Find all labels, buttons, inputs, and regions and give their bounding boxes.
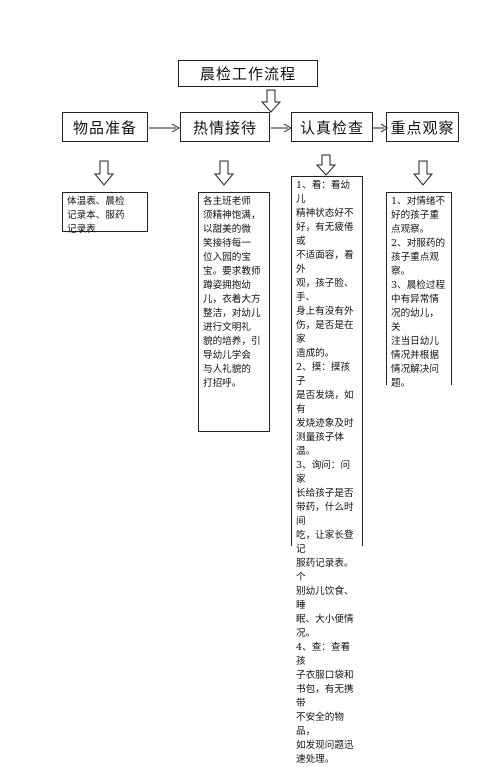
col2-line: 须精神饱满， (203, 210, 261, 221)
col3-line: 书包，有无携带 (296, 684, 354, 709)
col1-line: 记录本、服药 (67, 210, 125, 221)
column-careful-check: 1、看：看幼儿 精神状态好不 好，有无疲倦或 不适面容，看外 观，孩子脸、手、 … (291, 176, 363, 765)
col3-line: 发烧迹象及时 (296, 418, 354, 429)
col1-line: 记录表 (67, 224, 96, 235)
col3-line: 不适面容，看外 (296, 250, 354, 275)
col2-line: 笑接待每一 (203, 238, 251, 249)
column-key-observation: 1、对情绪不 好的孩子重 点观察。 2、对服药的 孩子重点观 察。 3、晨检过程… (386, 192, 452, 389)
col3-line: 是否发烧，如有 (296, 390, 354, 415)
down-arrow-col1-icon (93, 160, 115, 186)
title-down-arrow-icon (260, 89, 282, 113)
col2-line: 蹲姿拥抱幼 (203, 280, 251, 291)
col3-line: 测量孩子体温。 (296, 432, 344, 457)
col3-line: 如发现问题迅 (296, 740, 354, 751)
col3-line: 速处理。 (296, 754, 335, 765)
col2-line: 位入园的宝 (203, 252, 251, 263)
col3-line: 别幼儿饮食、睡 (296, 586, 354, 611)
col4-line: 2、对服药的 (391, 238, 446, 249)
col4-line: 题。 (391, 378, 411, 389)
col4-line: 好的孩子重 (391, 210, 439, 221)
col4-line: 3、晨检过程 (391, 280, 446, 291)
header-prepare-items: 物品准备 (62, 112, 148, 142)
col3-line: 长给孩子是否 (296, 488, 354, 499)
col3-line: 不安全的物品， (296, 712, 344, 737)
col3-line: 况。 (296, 628, 316, 639)
col2-line: 儿，衣着大方 (203, 294, 261, 305)
col2-line: 导幼儿学会 (203, 350, 251, 361)
down-arrow-col2-icon (213, 160, 235, 186)
column-warm-reception: 各主班老师 须精神饱满， 以甜美的微 笑接待每一 位入园的宝 宝。要求教师 蹲姿… (198, 192, 270, 432)
down-arrow-col4-icon (412, 160, 434, 186)
col3-line: 精神状态好不 (296, 208, 354, 219)
col2-line: 整洁，对幼儿 (203, 308, 261, 319)
col3-line: 带药，什么时间 (296, 502, 354, 527)
col3-line: 眠、大小便情 (296, 614, 354, 625)
col2-line: 打招呼。 (203, 378, 242, 389)
col3-line: 服药记录表。个 (296, 558, 354, 583)
column-prepare-items: 体温表、晨检 记录本、服药 记录表 (62, 192, 148, 235)
col3-line: 3、询问：问家 (296, 460, 351, 485)
down-arrow-col3-icon (315, 154, 337, 176)
col2-line: 以甜美的微 (203, 224, 251, 235)
col4-line: 中有异常情 (391, 294, 439, 305)
col3-line: 伤，是否是在家 (296, 320, 354, 345)
col3-line: 造成的。 (296, 348, 335, 359)
col3-line: 身上有没有外 (296, 306, 354, 317)
header-warm-reception: 热情接待 (180, 112, 270, 142)
arrow-right-1-icon (149, 123, 181, 133)
header-careful-check: 认真检查 (291, 112, 373, 142)
col3-line: 好，有无疲倦或 (296, 222, 354, 247)
col4-line: 点观察。 (391, 224, 430, 235)
col2-line: 进行文明礼 (203, 322, 251, 333)
col2-line: 与人礼貌的 (203, 364, 251, 375)
flow-title: 晨检工作流程 (178, 60, 318, 87)
col3-line: 1、看：看幼儿 (296, 180, 351, 205)
col4-line: 1、对情绪不 (391, 196, 446, 207)
col1-line: 体温表、晨检 (67, 196, 125, 207)
col4-line: 情况并根据 (391, 350, 439, 361)
arrow-right-2-icon (271, 123, 293, 133)
col4-line: 情况解决问 (391, 364, 439, 375)
col2-line: 貌的培养，引 (203, 336, 261, 347)
header-key-observation: 重点观察 (386, 112, 459, 142)
col2-line: 宝。要求教师 (203, 266, 261, 277)
col3-line: 4、查：查看孩 (296, 642, 351, 667)
col3-line: 子衣服口袋和 (296, 670, 354, 681)
col3-line: 2、摸：摸孩子 (296, 362, 351, 387)
arrow-right-3-icon (373, 123, 388, 133)
col4-line: 注当日幼儿 (391, 336, 439, 347)
col4-line: 察。 (391, 266, 411, 277)
col3-line: 观，孩子脸、手、 (296, 278, 354, 303)
col2-line: 各主班老师 (203, 196, 251, 207)
col3-line: 吃，让家长登记 (296, 530, 354, 555)
col4-line: 孩子重点观 (391, 252, 439, 263)
col4-line: 况的幼儿，关 (391, 308, 439, 333)
